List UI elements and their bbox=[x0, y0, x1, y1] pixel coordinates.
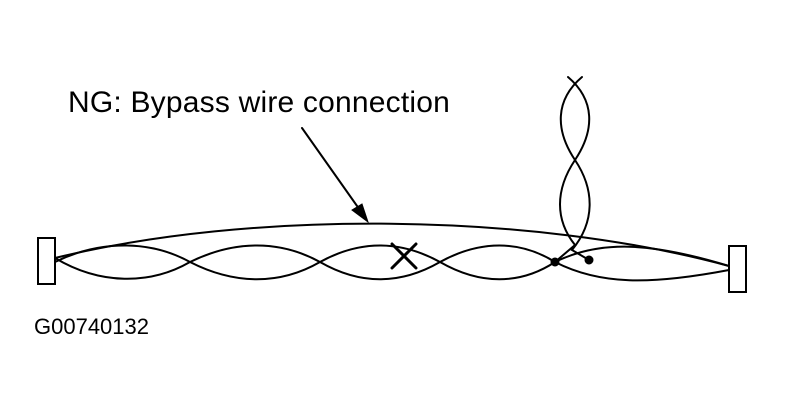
cut-mark-x bbox=[390, 242, 418, 270]
branch-strand-b bbox=[559, 76, 591, 261]
junction-dot-left bbox=[550, 257, 560, 267]
leader-line bbox=[301, 127, 363, 214]
caption-label: NG: Bypass wire connection bbox=[68, 86, 451, 119]
junction-dot-right bbox=[584, 255, 594, 265]
left-connector bbox=[37, 237, 56, 285]
leader-arrowhead bbox=[351, 203, 369, 224]
figure-code-label: G00740132 bbox=[34, 314, 149, 339]
twisted-strand-a bbox=[54, 244, 730, 282]
right-connector bbox=[728, 245, 747, 293]
twisted-strand-b bbox=[54, 244, 730, 281]
bypass-wire bbox=[54, 222, 730, 267]
